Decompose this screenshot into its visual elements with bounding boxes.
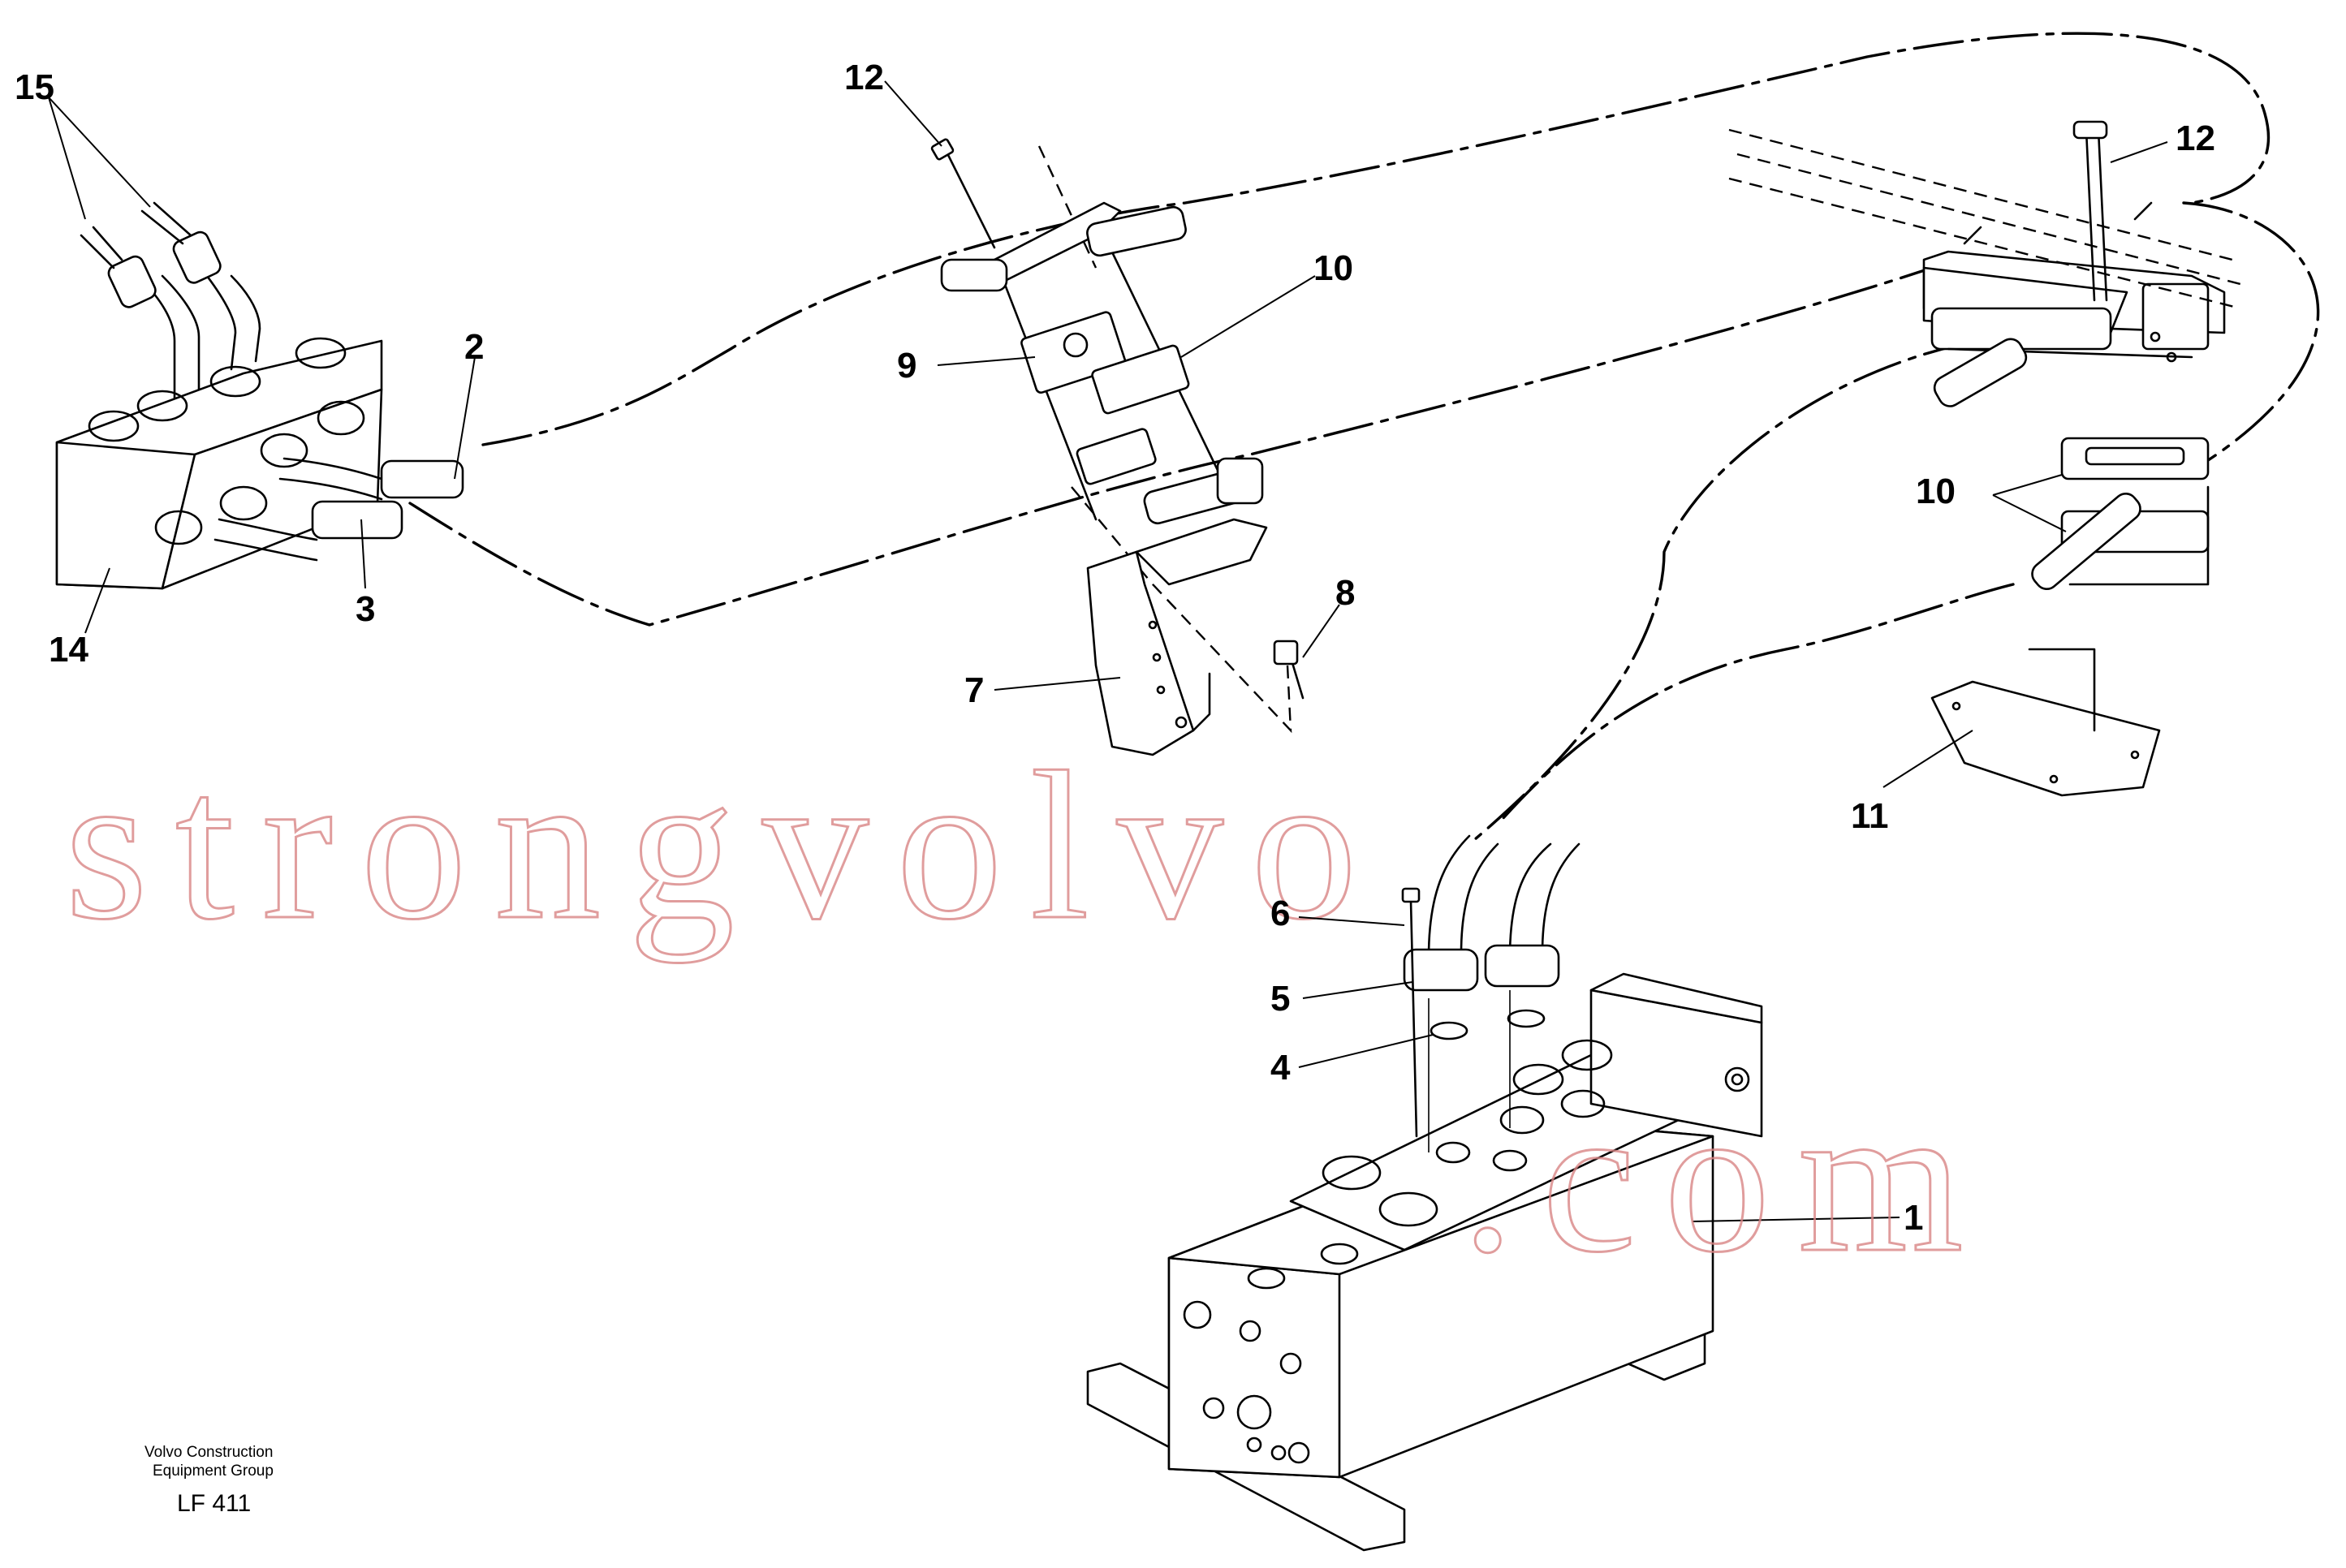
callout-5: 5 — [1270, 979, 1290, 1019]
bracket-middle — [930, 138, 1305, 756]
callout-11: 11 — [1851, 796, 1889, 836]
callout-15: 15 — [15, 67, 54, 107]
callout-3: 3 — [356, 589, 375, 629]
callout-14: 14 — [49, 630, 88, 670]
callout-7: 7 — [964, 670, 984, 710]
callout-1: 1 — [1904, 1198, 1923, 1238]
callout-labels: 15 2 3 14 12 12 10 9 7 8 10 11 6 5 4 1 — [15, 58, 2215, 1238]
hose-routing-lines — [408, 32, 2320, 846]
valve-block-left — [55, 201, 464, 590]
footer: Volvo Construction Equipment Group LF 41… — [144, 1444, 274, 1517]
callout-4: 4 — [1270, 1048, 1291, 1088]
callout-12-left: 12 — [844, 58, 884, 97]
callout-12-right: 12 — [2176, 118, 2215, 158]
bracket-right — [1728, 120, 2241, 797]
footer-company-line2: Equipment Group — [153, 1462, 274, 1480]
callout-2: 2 — [464, 327, 484, 367]
callout-6: 6 — [1270, 894, 1290, 933]
callout-10-right: 10 — [1916, 472, 1956, 511]
callout-9: 9 — [897, 346, 916, 386]
footer-company-line1: Volvo Construction — [144, 1444, 273, 1461]
watermark-part1: strongvolvo — [65, 728, 1385, 963]
callout-10-middle: 10 — [1313, 248, 1353, 288]
watermark-part2: .com — [1461, 1061, 1991, 1296]
callout-8: 8 — [1335, 573, 1355, 613]
control-valve-main — [1086, 834, 1763, 1552]
footer-drawing-code: LF 411 — [177, 1490, 251, 1517]
leader-lines — [48, 80, 2168, 1222]
